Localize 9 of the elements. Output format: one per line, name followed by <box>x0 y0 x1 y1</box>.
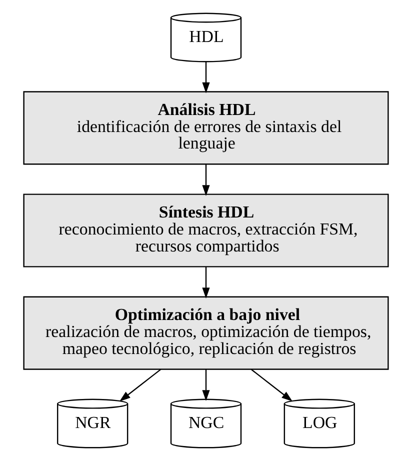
arrow <box>202 370 210 401</box>
node-box: Análisis HDL identificación de errores de sintaxis del lenguaje <box>23 91 389 165</box>
arrow <box>202 266 210 298</box>
node-box: Síntesis HDL reconocimiento de macros, extracción FSM, recursos compartidos <box>23 194 389 268</box>
arrow <box>120 368 162 402</box>
arrow <box>202 164 210 196</box>
arrow <box>250 368 292 402</box>
arrow <box>202 62 210 94</box>
node-box: Optimización a bajo nivel realización de macros, optimización de tiempos, mapeo tecnológico, replicación de registros <box>23 296 389 370</box>
